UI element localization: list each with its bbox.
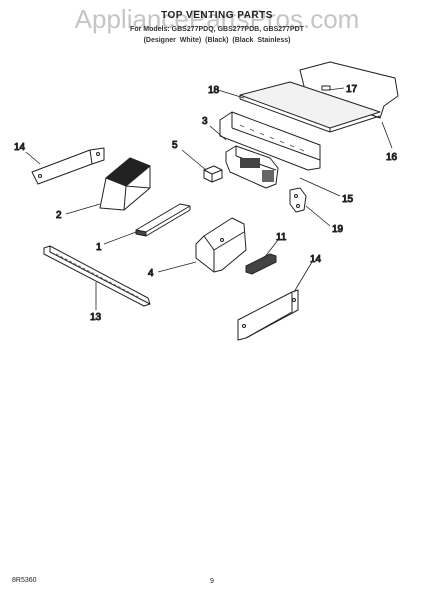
part-14-lower-bracket xyxy=(237,289,299,341)
callout-18: 18 xyxy=(208,85,220,96)
callout-4: 4 xyxy=(148,268,154,279)
callout-11: 11 xyxy=(276,232,287,243)
callout-15: 15 xyxy=(342,194,354,205)
models-line: For Models: GBS277PDQ, GBS277PDB, GBS277… xyxy=(130,26,304,33)
footer-code: 8R5360 xyxy=(12,577,37,584)
footer-page-number: 9 xyxy=(210,578,214,585)
part-2-duct-box xyxy=(99,157,151,211)
part-15-blower-motor xyxy=(225,145,279,189)
callout-1: 1 xyxy=(96,242,102,253)
part-1-strip xyxy=(135,203,191,237)
part-11-terminal-block xyxy=(245,253,277,275)
part-13-rail xyxy=(43,245,151,307)
part-4-bracket xyxy=(195,217,247,273)
callout-2: 2 xyxy=(56,210,62,221)
callout-17: 17 xyxy=(346,84,358,95)
part-19-gasket xyxy=(289,187,307,213)
callout-13: 13 xyxy=(90,312,102,323)
part-5-switch xyxy=(203,165,223,183)
callout-16: 16 xyxy=(386,152,398,163)
callout-14-lower: 14 xyxy=(310,254,322,265)
part-14-upper-bracket xyxy=(31,147,105,185)
callout-14-upper: 14 xyxy=(14,142,26,153)
variants-line: (Designer White) (Black) (Black Stainles… xyxy=(143,37,291,44)
callout-19: 19 xyxy=(332,224,344,235)
watermark-text: AppliancePartsPros.com xyxy=(74,4,360,34)
leader-lines xyxy=(25,87,393,310)
part-18-panel xyxy=(239,81,381,133)
part-3-duct-bracket xyxy=(219,111,321,171)
diagram-title: TOP VENTING PARTS xyxy=(161,10,273,21)
callout-5: 5 xyxy=(172,140,178,151)
callout-3: 3 xyxy=(202,116,208,127)
